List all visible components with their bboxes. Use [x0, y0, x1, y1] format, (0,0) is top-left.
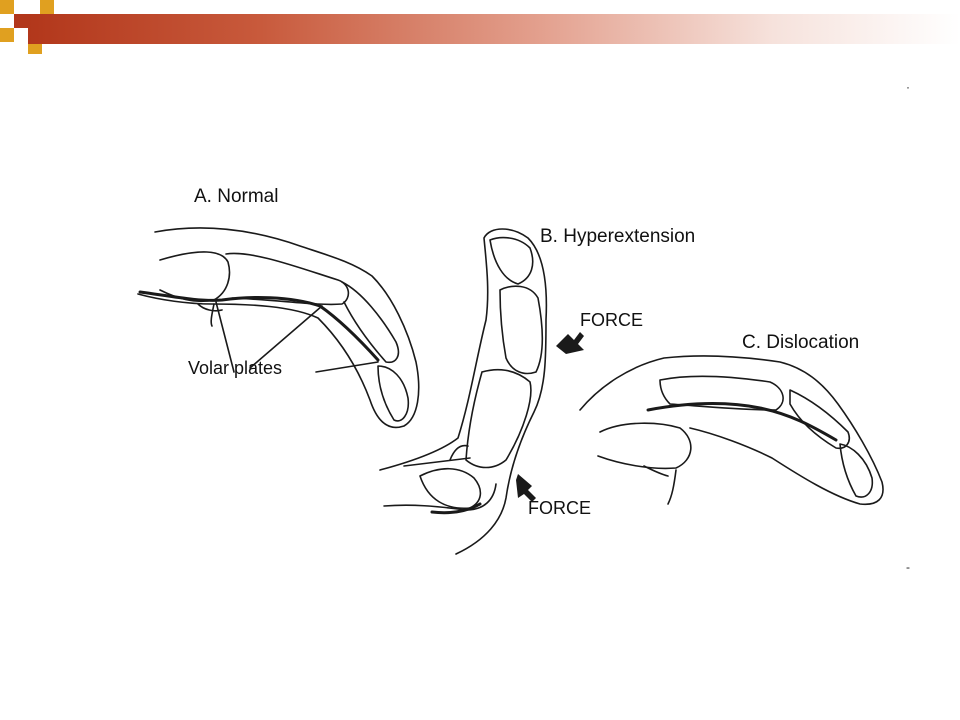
deco-square-gold-4	[0, 28, 14, 42]
panel-a-label: A. Normal	[194, 186, 279, 207]
margin-mark-top: ·	[906, 80, 910, 94]
deco-square-red-1	[14, 14, 28, 28]
force-arrow-bottom	[516, 474, 536, 502]
volar-plates-leaders	[215, 301, 379, 373]
force-label-top: FORCE	[580, 310, 643, 330]
normal-finger-illustration	[137, 227, 420, 429]
panel-b-label: B. Hyperextension	[540, 226, 696, 247]
deco-square-gold-1	[0, 0, 14, 14]
force-arrow-top	[556, 332, 584, 354]
header-gradient-bar	[28, 14, 960, 44]
margin-mark-bottom: -	[906, 560, 910, 574]
force-arrows	[516, 332, 584, 502]
panel-c-label: C. Dislocation	[742, 332, 860, 353]
dislocation-finger-illustration	[579, 355, 884, 506]
hyperextension-finger-illustration	[379, 228, 548, 555]
deco-square-gold-2	[40, 0, 54, 14]
volar-plates-label: Volar plates	[188, 358, 283, 378]
force-label-bottom: FORCE	[528, 498, 591, 518]
